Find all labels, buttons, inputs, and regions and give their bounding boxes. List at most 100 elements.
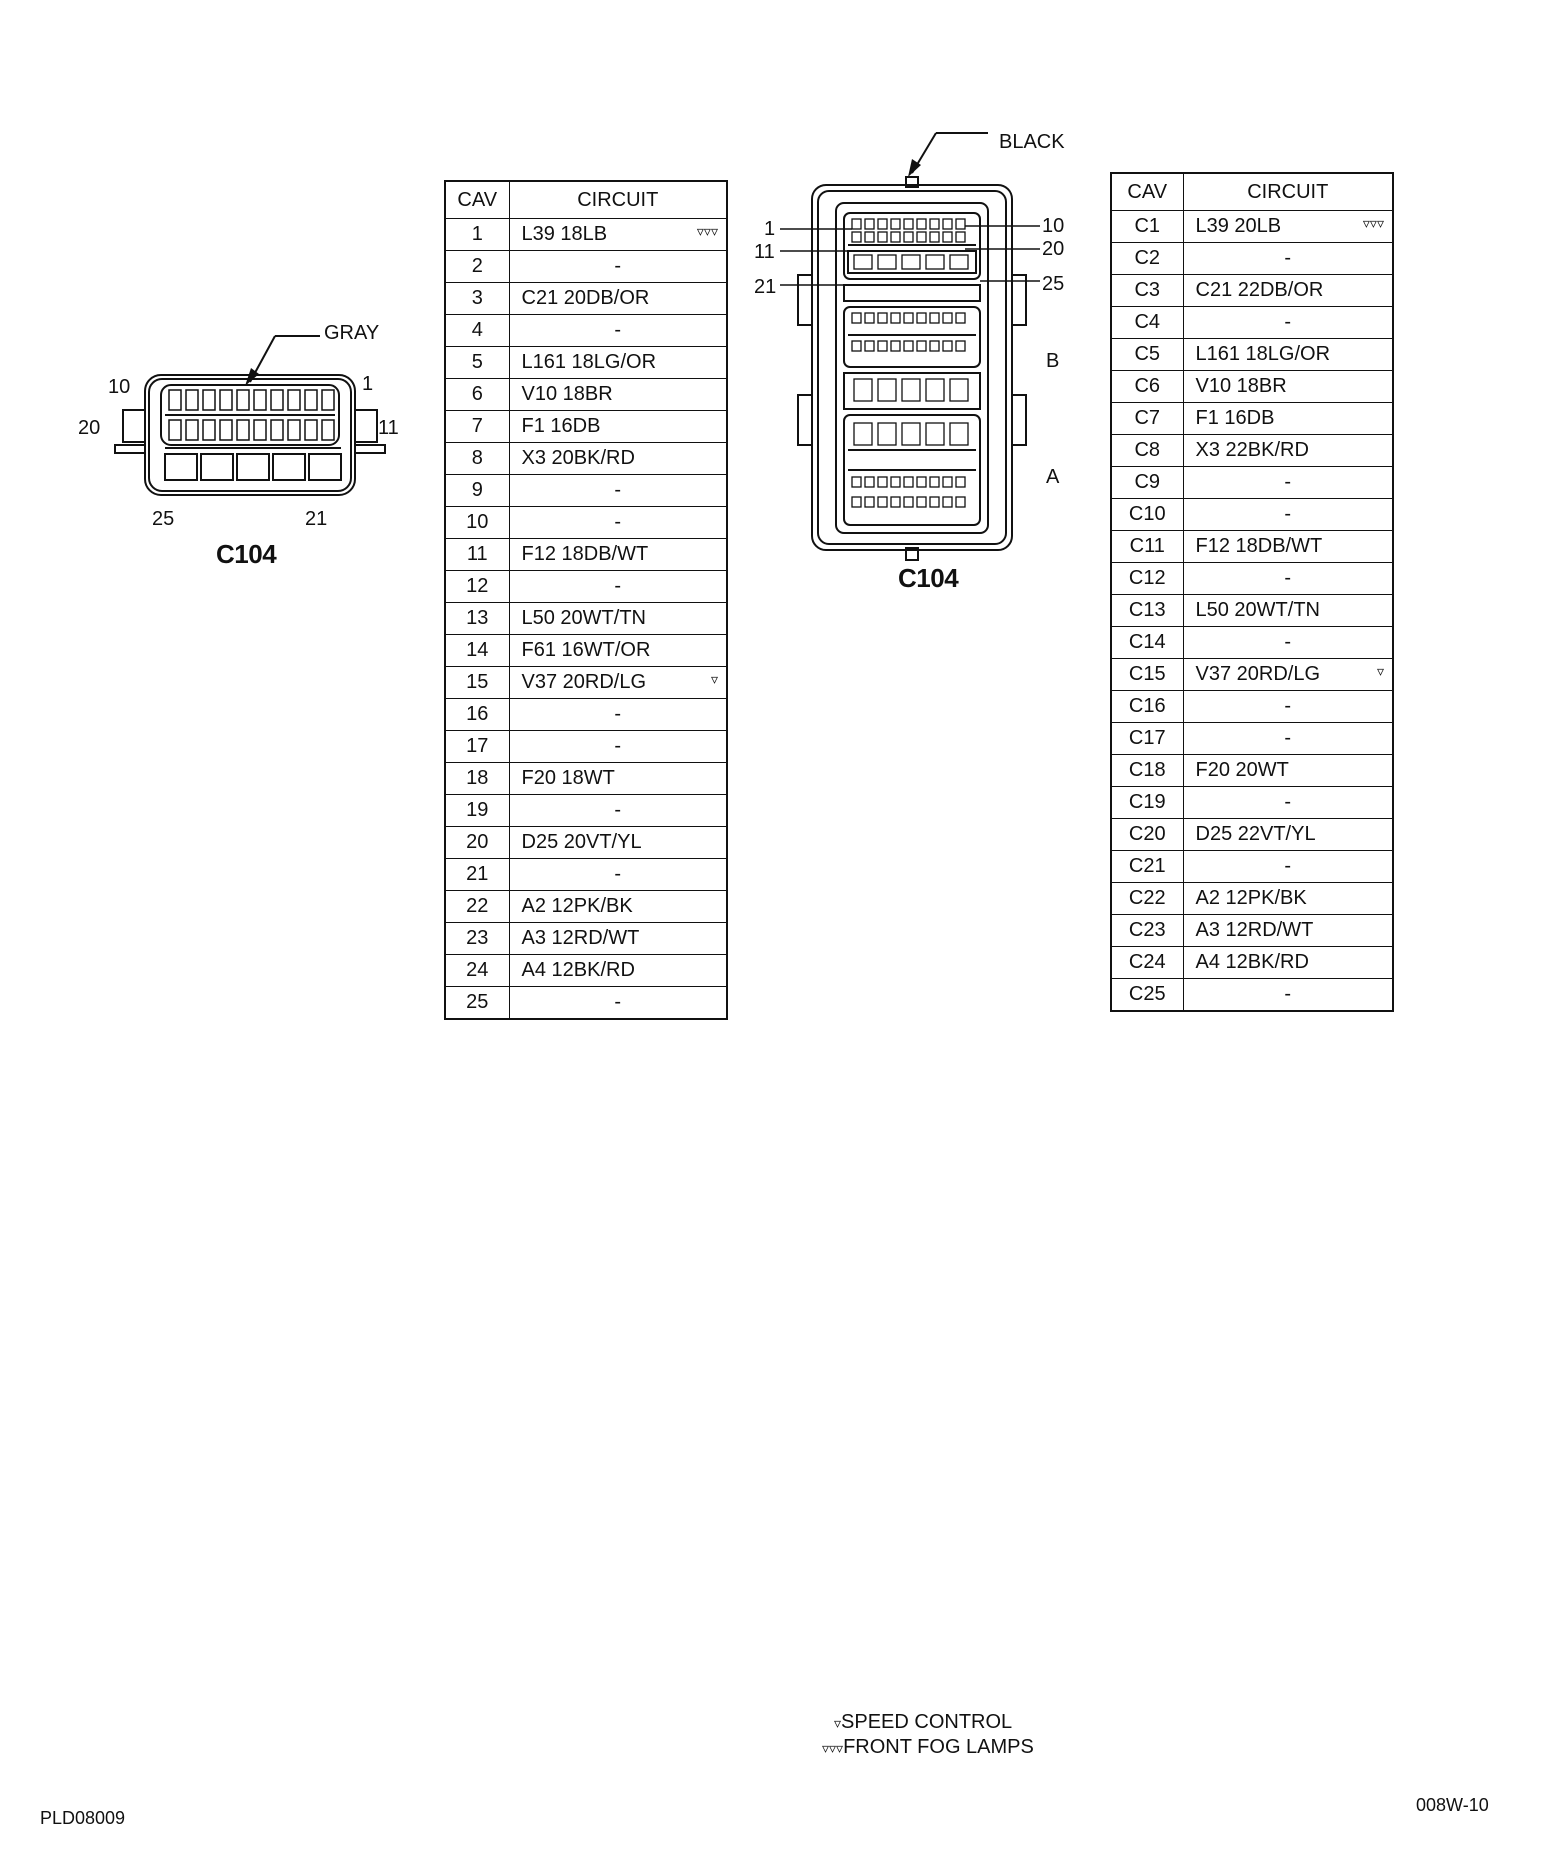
cav-cell: 19 xyxy=(444,794,510,827)
table-row: 19- xyxy=(444,794,728,827)
cav-cell: C22 xyxy=(1110,882,1184,915)
circuit-text: - xyxy=(1284,855,1292,877)
circuit-text: - xyxy=(1284,983,1292,1005)
option-marker: ▿▿▿ xyxy=(1362,215,1384,231)
right-pin-label-21: 21 xyxy=(754,276,777,298)
cav-cell: 5 xyxy=(444,346,510,379)
table-row: 16- xyxy=(444,698,728,731)
cav-cell: 22 xyxy=(444,890,510,923)
circuit-text: L39 20LB xyxy=(1195,215,1282,237)
circuit-text: V37 20RD/LG xyxy=(1195,663,1321,685)
footer-left-code: PLD08009 xyxy=(40,1808,126,1828)
circuit-text: - xyxy=(1284,471,1292,493)
cav-cell: C18 xyxy=(1110,754,1184,787)
right-section-label-b: B xyxy=(1046,350,1060,372)
circuit-text: - xyxy=(614,575,622,597)
circuit-cell: A2 12PK/BK xyxy=(508,890,728,923)
circuit-cell: A3 12RD/WT xyxy=(508,922,728,955)
circuit-cell: ▿V37 20RD/LG xyxy=(508,666,728,699)
circuit-cell: - xyxy=(1182,786,1394,819)
circuit-cell: - xyxy=(1182,722,1394,755)
cav-cell: 3 xyxy=(444,282,510,315)
circuit-cell: L50 20WT/TN xyxy=(1182,594,1394,627)
cav-cell: 21 xyxy=(444,858,510,891)
table-row: 18 F20 18WT xyxy=(444,762,728,795)
circuit-text: X3 20BK/RD xyxy=(521,447,635,469)
table-row: 17- xyxy=(444,730,728,763)
circuit-text: V10 18BR xyxy=(521,383,613,405)
cav-header: CAV xyxy=(1110,172,1184,211)
cav-cell: C19 xyxy=(1110,786,1184,819)
cav-cell: C14 xyxy=(1110,626,1184,659)
cav-cell: C21 xyxy=(1110,850,1184,883)
circuit-text: - xyxy=(1284,631,1292,653)
table-row: C21 - xyxy=(1110,850,1394,883)
circuit-cell: - xyxy=(508,474,728,507)
cav-cell: C11 xyxy=(1110,530,1184,563)
left-pin-label-1: 1 xyxy=(362,373,374,395)
circuit-text: L50 20WT/TN xyxy=(1195,599,1320,621)
legend-item-speed-control: ▿SPEED CONTROL xyxy=(822,1710,1034,1735)
left-pin-label-20: 20 xyxy=(78,417,101,439)
circuit-cell: F12 18DB/WT xyxy=(1182,530,1394,563)
cav-cell: C23 xyxy=(1110,914,1184,947)
cav-cell: 18 xyxy=(444,762,510,795)
right-pin-label-11: 11 xyxy=(754,241,775,263)
cav-cell: C6 xyxy=(1110,370,1184,403)
circuit-cell: - xyxy=(508,858,728,891)
cav-cell: C17 xyxy=(1110,722,1184,755)
circuit-cell: ▿▿▿L39 18LB xyxy=(508,218,728,251)
circuit-cell: D25 20VT/YL xyxy=(508,826,728,859)
left-pin-label-10: 10 xyxy=(108,376,131,398)
right-pin-label-10: 10 xyxy=(1042,215,1065,237)
circuit-cell: - xyxy=(1182,498,1394,531)
circuit-text: - xyxy=(614,511,622,533)
cav-cell: C24 xyxy=(1110,946,1184,979)
legend: ▿SPEED CONTROL ▿▿▿FRONT FOG LAMPS xyxy=(822,1710,1034,1760)
circuit-cell: F20 20WT xyxy=(1182,754,1394,787)
cav-cell: 15 xyxy=(444,666,510,699)
left-connector-color-label: GRAY xyxy=(324,322,380,344)
circuit-text: - xyxy=(1284,503,1292,525)
table-row: 1▿▿▿L39 18LB xyxy=(444,218,728,251)
circuit-text: - xyxy=(1284,567,1292,589)
circuit-text: - xyxy=(614,479,622,501)
table-row: 10 - xyxy=(444,506,728,539)
circuit-text: - xyxy=(614,319,622,341)
circuit-cell: - xyxy=(1182,850,1394,883)
circuit-text: - xyxy=(614,863,622,885)
cav-cell: 2 xyxy=(444,250,510,283)
circuit-text: F61 16WT/OR xyxy=(521,639,651,661)
cav-cell: 8 xyxy=(444,442,510,475)
circuit-cell: - xyxy=(508,698,728,731)
footer-right-code: 008W-10 xyxy=(1416,1795,1489,1815)
circuit-cell: D25 22VT/YL xyxy=(1182,818,1394,851)
circuit-cell: - xyxy=(1182,466,1394,499)
circuit-cell: X3 22BK/RD xyxy=(1182,434,1394,467)
table-row: C19- xyxy=(1110,786,1394,819)
right-connector-color-label: BLACK xyxy=(999,131,1065,153)
cav-cell: 10 xyxy=(444,506,510,539)
circuit-text: F20 18WT xyxy=(521,767,615,789)
circuit-cell: L161 18LG/OR xyxy=(1182,338,1394,371)
right-pin-label-1: 1 xyxy=(764,218,776,240)
legend-symbol: ▿ xyxy=(834,1715,842,1731)
circuit-cell: V10 18BR xyxy=(1182,370,1394,403)
circuit-cell: ▿▿▿ L39 20LB xyxy=(1182,210,1394,243)
legend-text: SPEED CONTROL xyxy=(841,1711,1013,1733)
circuit-text: D25 22VT/YL xyxy=(1195,823,1316,845)
circuit-text: A3 12RD/WT xyxy=(521,927,640,949)
